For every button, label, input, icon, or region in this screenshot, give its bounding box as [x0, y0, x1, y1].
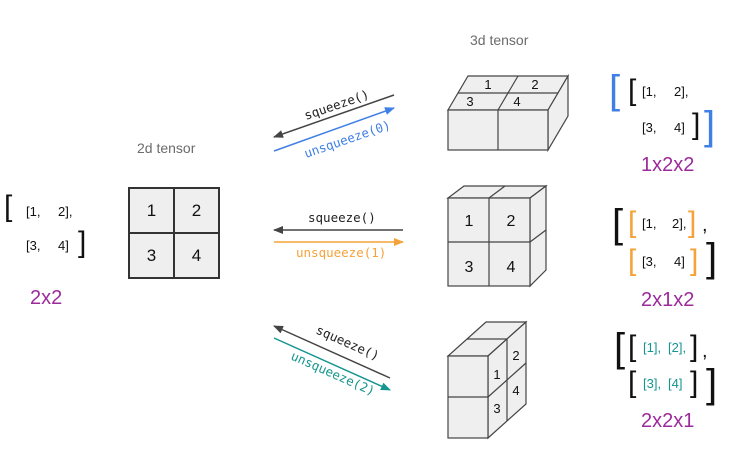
result3-value: [1], [643, 340, 662, 355]
result1-shape-label: 1x2x2 [641, 154, 695, 176]
result3-outer-open-bracket: [ [614, 326, 626, 370]
result3-value: [3], [643, 376, 662, 391]
squeeze-label: squeeze() [302, 87, 371, 123]
cube-label: 1 [484, 77, 491, 92]
squeeze-label: squeeze() [314, 322, 382, 363]
result2-inner-close-bracket: ] [690, 244, 699, 277]
grid-cell: 1 [129, 188, 174, 233]
result3-value: [2], [668, 340, 687, 355]
result3-comma: , [702, 340, 708, 362]
grid-cell: 4 [174, 233, 219, 278]
result2-shape-label: 2x1x2 [641, 289, 695, 311]
result3-inner-close-bracket: ] [690, 330, 699, 363]
tensor2d-grid: 1 2 3 4 [128, 187, 220, 279]
unsqueeze-arrow [273, 107, 395, 152]
tensor2d-shape-label: 2x2 [30, 287, 63, 309]
cube-label: 3 [493, 401, 500, 416]
tensor2d-value: 4] [58, 238, 69, 253]
unsqueeze-label: unsqueeze(1) [296, 245, 386, 260]
result2-inner-open-bracket: [ [628, 206, 637, 239]
cube-label: 3 [466, 94, 473, 109]
cube-label: 2 [507, 213, 516, 230]
grid-cell: 2 [174, 188, 219, 233]
cube-label: 4 [513, 94, 520, 109]
result1-value: [3, [642, 120, 657, 135]
unsqueeze-arrow [273, 337, 391, 391]
result1-value: 2], [674, 84, 689, 99]
header-3d-tensor: 3d tensor [470, 32, 529, 48]
result1-outer-open-bracket: [ [609, 68, 621, 112]
squeeze-arrow [273, 325, 391, 379]
squeeze-arrow [273, 94, 395, 138]
cube-label: 2 [512, 348, 519, 363]
cube-2x1x2 [446, 184, 548, 288]
result3-inner-close-bracket: ] [690, 366, 699, 399]
result2-comma: , [702, 214, 708, 236]
result2-inner-open-bracket: [ [628, 244, 637, 277]
cube-label: 1 [493, 367, 500, 382]
cube-label: 2 [531, 77, 538, 92]
result2-value: [1, [642, 216, 657, 231]
result2-value: 4] [674, 254, 685, 269]
result3-inner-open-bracket: [ [628, 330, 637, 363]
result1-outer-close-bracket: ] [704, 104, 716, 148]
tensor2d-close-bracket: ] [78, 226, 87, 259]
cube-label: 4 [512, 383, 519, 398]
cube-label: 4 [507, 259, 516, 276]
result1-inner-close-bracket: ] [692, 108, 701, 141]
result1-inner-open-bracket: [ [628, 74, 637, 107]
result2-outer-open-bracket: [ [612, 202, 624, 246]
result2-value: [3, [642, 254, 657, 269]
result3-outer-close-bracket: ] [706, 362, 718, 406]
cube-2x2x1 [446, 320, 528, 440]
header-2d-tensor: 2d tensor [137, 140, 196, 156]
result2-value: 2], [672, 216, 687, 231]
result1-value: [1, [642, 84, 657, 99]
result2-outer-close-bracket: ] [706, 236, 718, 280]
tensor2d-value: [1, [26, 204, 41, 219]
cube-1x2x2 [446, 73, 570, 153]
cube-label: 3 [465, 259, 474, 276]
result3-value: [4] [668, 376, 683, 391]
cube-label: 1 [465, 213, 474, 230]
tensor2d-value: 2], [58, 204, 73, 219]
result3-shape-label: 2x2x1 [641, 410, 695, 432]
tensor2d-open-bracket: [ [4, 190, 13, 223]
result1-value: 4] [674, 120, 685, 135]
tensor2d-value: [3, [26, 238, 41, 253]
result2-inner-close-bracket: ] [688, 206, 697, 239]
grid-cell: 3 [129, 233, 174, 278]
squeeze-label: squeeze() [308, 210, 376, 225]
unsqueeze-label: unsqueeze(0) [302, 117, 392, 161]
result3-inner-open-bracket: [ [628, 366, 637, 399]
